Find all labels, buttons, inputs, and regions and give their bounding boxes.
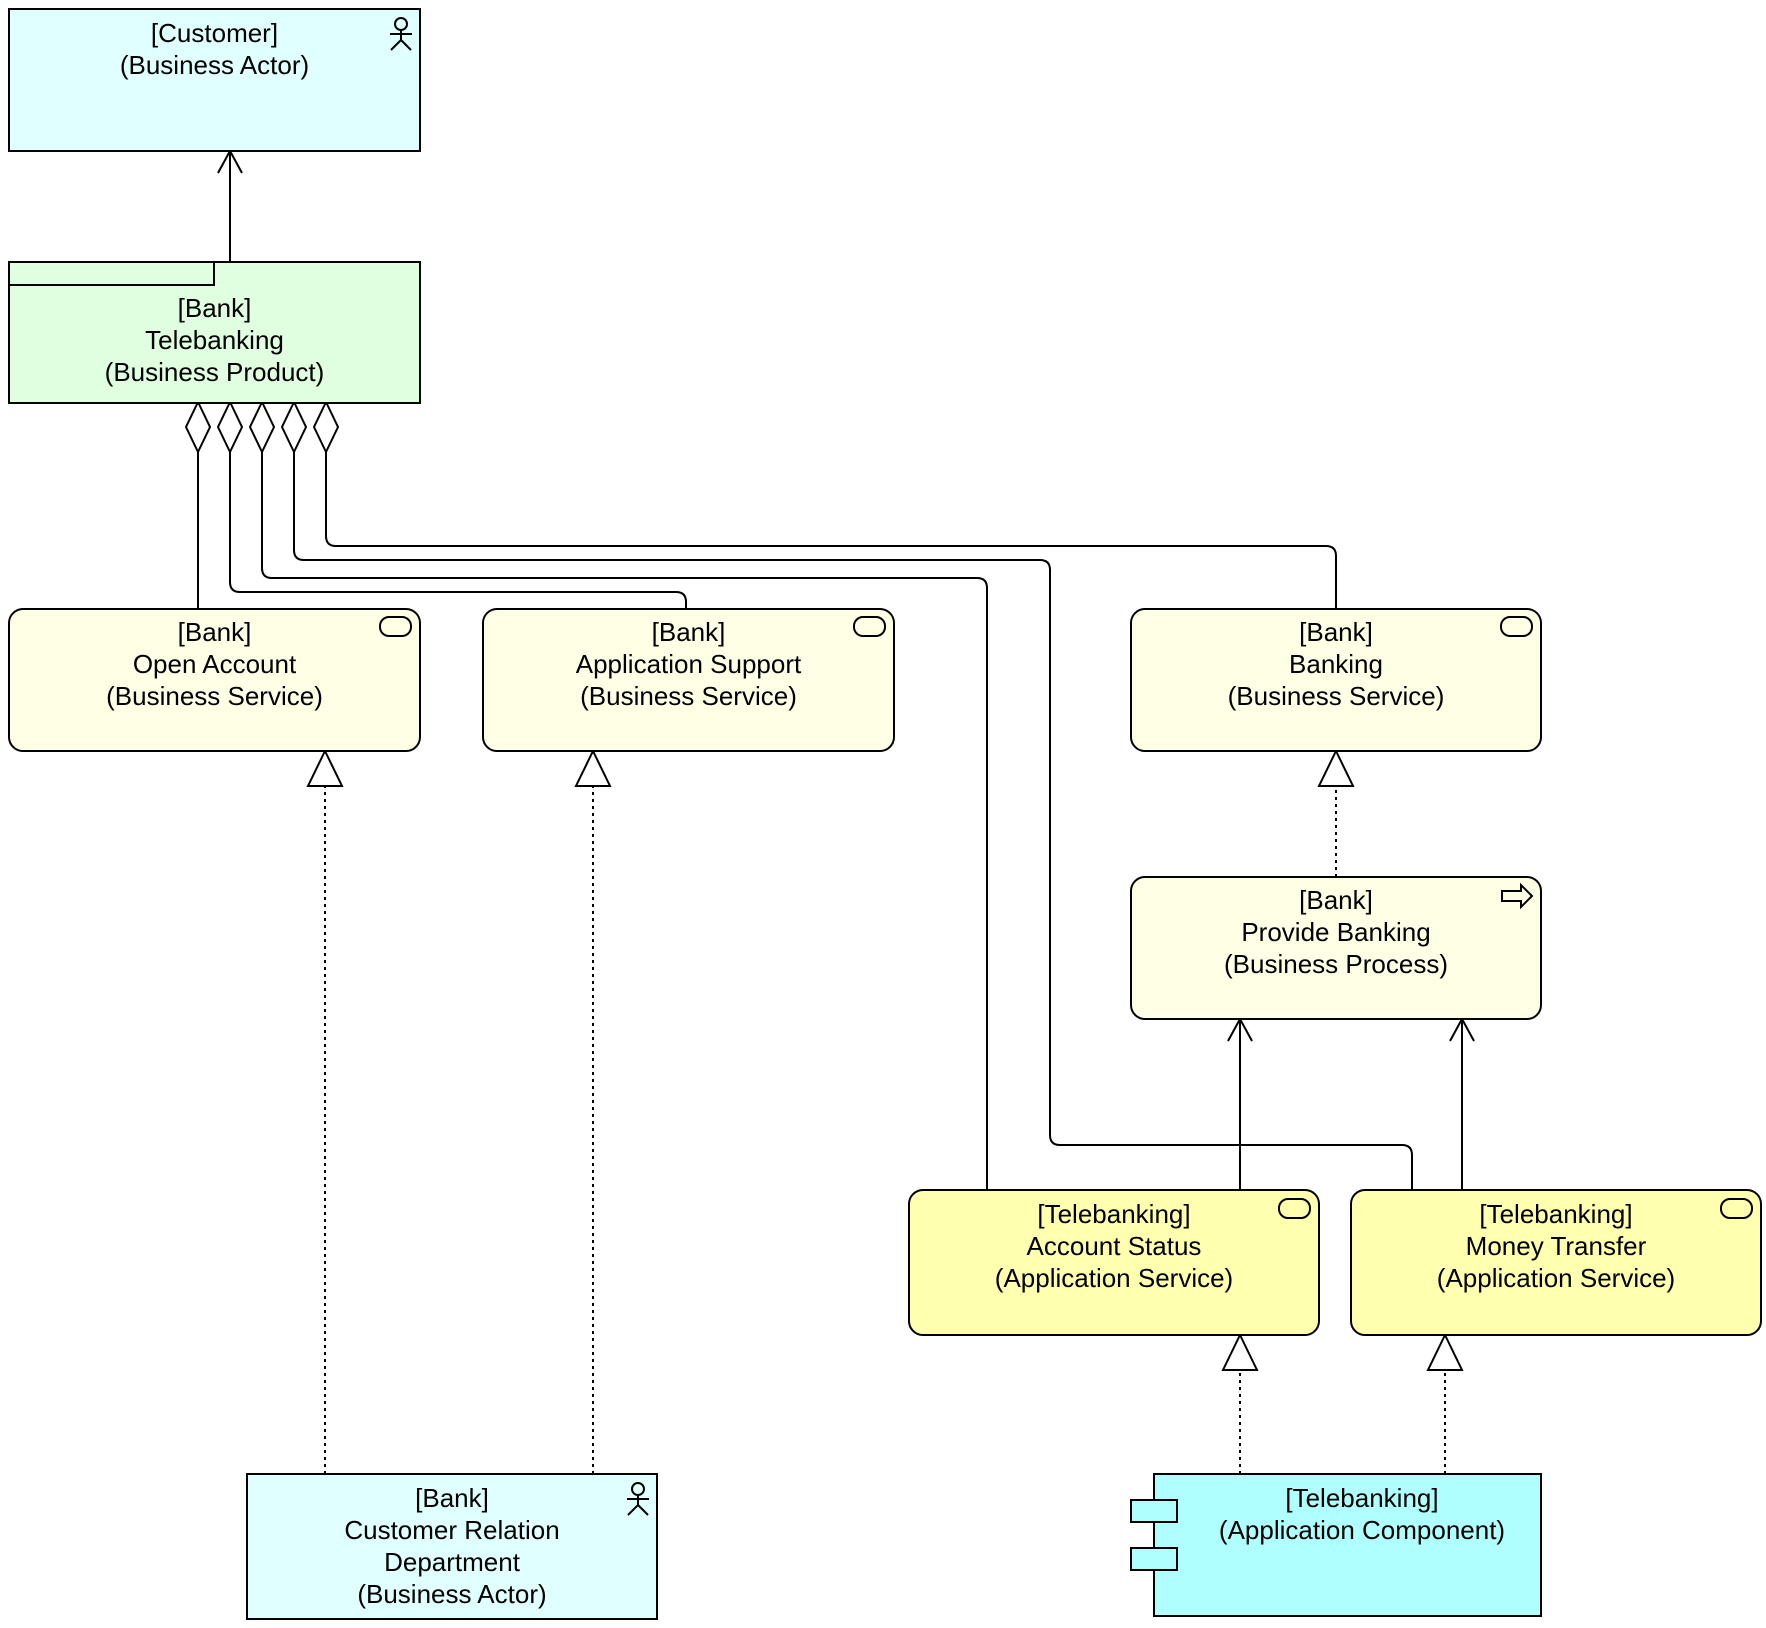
service-icon — [379, 616, 412, 637]
node-telebanking-component[interactable] — [1130, 1473, 1542, 1617]
relationship-aggregation-application-support — [216, 399, 687, 609]
component-tab-bottom — [1130, 1547, 1178, 1571]
node-telebanking-product[interactable] — [8, 261, 421, 404]
actor-icon — [390, 17, 412, 51]
relationship-serving-product-customer — [217, 148, 243, 262]
node-account-status[interactable] — [908, 1189, 1320, 1336]
relationship-realization-component-money-transfer — [1426, 1332, 1464, 1474]
relationship-serving-account-status-provide-banking — [1227, 1016, 1253, 1190]
actor-icon — [627, 1482, 649, 1516]
node-money-transfer[interactable] — [1350, 1189, 1762, 1336]
relationship-aggregation-open-account — [184, 399, 212, 609]
relationship-realization-provide-banking-banking — [1317, 748, 1355, 877]
service-icon — [853, 616, 886, 637]
relationship-realization-crd-open-account — [306, 748, 344, 1474]
node-banking[interactable] — [1130, 608, 1542, 752]
relationship-serving-money-transfer-provide-banking — [1449, 1016, 1475, 1190]
relationship-aggregation-money-transfer — [280, 399, 1413, 1190]
relationship-realization-crd-application-support — [574, 748, 612, 1474]
node-customer-relation-department[interactable] — [246, 1473, 658, 1620]
relationship-aggregation-account-status — [248, 399, 988, 1190]
product-tab-icon — [9, 262, 215, 286]
node-provide-banking[interactable] — [1130, 876, 1542, 1020]
node-customer[interactable] — [8, 8, 421, 152]
node-open-account[interactable] — [8, 608, 421, 752]
service-icon — [1278, 1198, 1311, 1219]
service-icon — [1720, 1198, 1753, 1219]
node-application-support[interactable] — [482, 608, 895, 752]
process-arrow-icon — [1501, 882, 1534, 910]
component-tab-top — [1130, 1499, 1178, 1523]
service-icon — [1500, 616, 1533, 637]
relationship-realization-component-account-status — [1221, 1332, 1259, 1474]
relationship-aggregation-banking — [312, 399, 1337, 609]
